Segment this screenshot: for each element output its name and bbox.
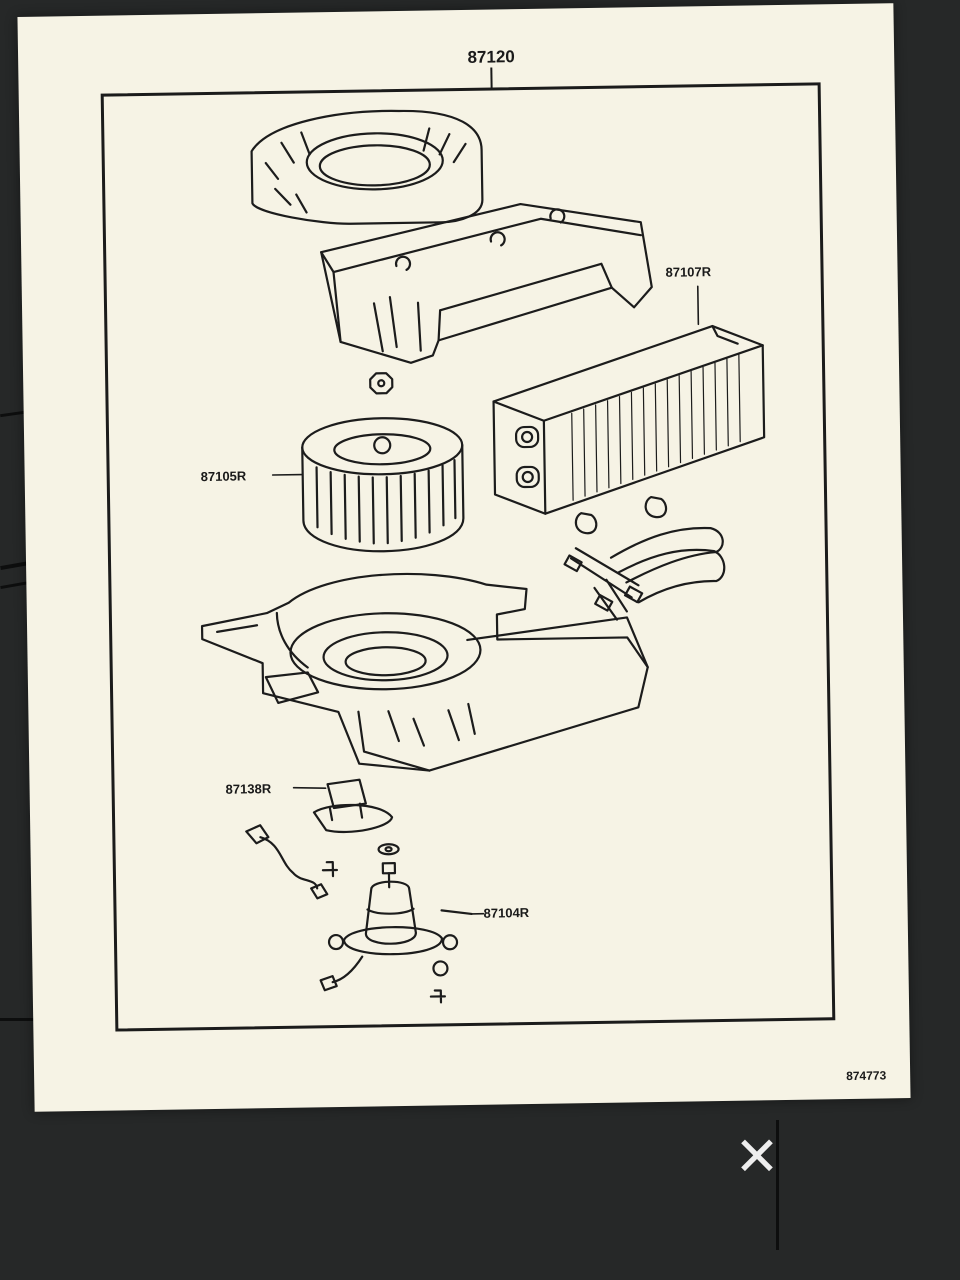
exploded-parts-drawing [200, 109, 766, 1004]
fan-nut [369, 372, 394, 395]
heater-core [492, 324, 766, 515]
close-icon: ✕ [734, 1125, 780, 1188]
close-button[interactable]: ✕ [730, 1130, 784, 1186]
upper-housing [250, 109, 653, 364]
part-label-heater-core: 87107R [665, 264, 712, 280]
leader-lines [271, 285, 700, 915]
blower-resistor [245, 778, 394, 900]
background-line [776, 1120, 779, 1250]
part-label-blower-motor: 87104R [483, 905, 530, 921]
lower-housing [200, 572, 649, 772]
water-pipes [563, 526, 726, 621]
motor-fasteners [377, 843, 400, 875]
part-label-blower-fan: 87105R [200, 468, 247, 485]
part-label-resistor: 87138R [225, 781, 272, 797]
diagram-popup: 87120 [17, 3, 911, 1112]
hose-clamps [574, 495, 668, 535]
illustration-number: 874773 [846, 1068, 887, 1084]
background-line [0, 1018, 50, 1021]
blower-motor [319, 872, 473, 1004]
blower-fan-cage [301, 417, 465, 553]
